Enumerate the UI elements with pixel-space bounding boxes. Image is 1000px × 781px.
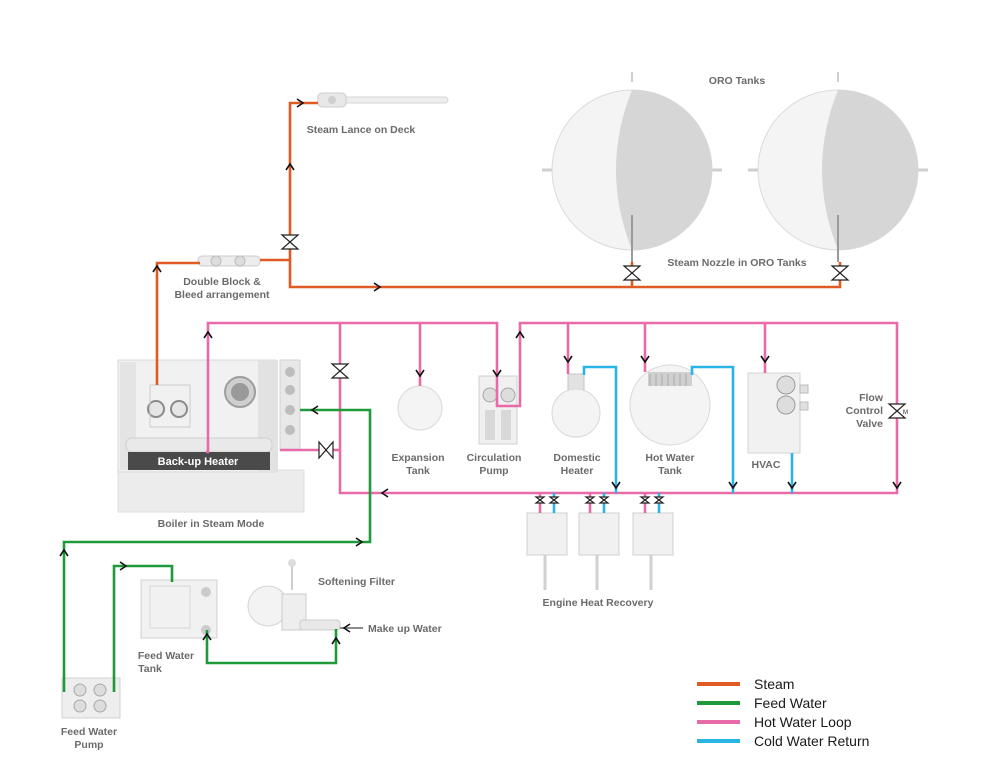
valve-oro-tank-2 xyxy=(830,265,850,281)
steam-nozzle-label: Steam Nozzle in ORO Tanks xyxy=(667,257,806,269)
oro-tank-1 xyxy=(542,72,722,262)
steam-lance-label: Steam Lance on Deck xyxy=(307,124,416,136)
valve-hot-water-return xyxy=(330,363,350,379)
valve-steam-lance xyxy=(280,234,300,250)
hot-water-tank xyxy=(629,364,711,446)
hvac-unit xyxy=(747,372,809,454)
domestic-heater-label-line1: Domestic xyxy=(553,452,600,464)
make-up-water-label: Make up Water xyxy=(368,623,442,635)
boiler xyxy=(117,359,305,513)
engine-heat-recovery-1 xyxy=(526,512,568,590)
double-block-bleed xyxy=(197,255,261,267)
legend-label-hot-water-loop: Hot Water Loop xyxy=(754,714,852,730)
flow-control-valve-label-line1: Flow xyxy=(859,392,884,404)
feed-water-pump-label-line2: Pump xyxy=(74,739,103,751)
flow-arrows xyxy=(59,98,902,645)
svg-text:M: M xyxy=(903,410,908,416)
engine-heat-recovery-3 xyxy=(632,512,674,590)
circulation-pump-label-line2: Pump xyxy=(479,465,508,477)
flow-control-valve: M xyxy=(887,403,908,419)
legend: Steam Feed Water Hot Water Loop Cold Wat… xyxy=(697,676,869,749)
boiler-label: Boiler in Steam Mode xyxy=(158,518,265,530)
legend-label-steam: Steam xyxy=(754,676,794,692)
engine-heat-recovery-label: Engine Heat Recovery xyxy=(543,597,654,609)
feed-water-tank-label-line1: Feed Water xyxy=(138,650,194,662)
engine-heat-recovery-2 xyxy=(578,512,620,590)
engine-heat-valves xyxy=(534,496,665,504)
expansion-tank-label-line2: Tank xyxy=(406,465,430,477)
feed-water-pipes xyxy=(62,408,372,692)
domestic-heater xyxy=(551,373,601,438)
valve-backup-heater xyxy=(318,440,334,460)
feed-water-pump xyxy=(61,677,121,719)
feed-water-pump-label-line1: Feed Water xyxy=(61,726,117,738)
legend-label-cold-water-return: Cold Water Return xyxy=(754,733,869,749)
softening-filter xyxy=(247,559,341,631)
hot-water-tank-label-line2: Tank xyxy=(658,465,682,477)
softening-filter-label: Softening Filter xyxy=(318,576,395,588)
feed-water-tank xyxy=(140,579,218,639)
steam-pipes xyxy=(155,101,842,385)
hot-water-tank-label-line1: Hot Water xyxy=(645,452,694,464)
backup-heater-label: Back-up Heater xyxy=(158,456,239,468)
double-block-label-line2: Bleed arrangement xyxy=(174,289,270,301)
flow-control-valve-label-line2: Control xyxy=(846,405,883,417)
oro-tank-2 xyxy=(748,72,928,262)
oro-tanks-label: ORO Tanks xyxy=(709,75,766,87)
hot-water-loop-pipes xyxy=(206,321,899,513)
circulation-pump-label-line1: Circulation xyxy=(467,452,522,464)
double-block-label-line1: Double Block & xyxy=(183,276,261,288)
domestic-heater-label-line2: Heater xyxy=(561,465,594,477)
valve-oro-tank-1 xyxy=(622,265,642,281)
expansion-tank-label-line1: Expansion xyxy=(391,452,444,464)
legend-label-feed-water: Feed Water xyxy=(754,695,827,711)
expansion-tank xyxy=(397,385,443,431)
steam-lance xyxy=(317,92,449,108)
flow-control-valve-label-line3: Valve xyxy=(856,418,883,430)
hvac-label: HVAC xyxy=(752,459,781,471)
feed-water-tank-label-line2: Tank xyxy=(138,663,162,675)
